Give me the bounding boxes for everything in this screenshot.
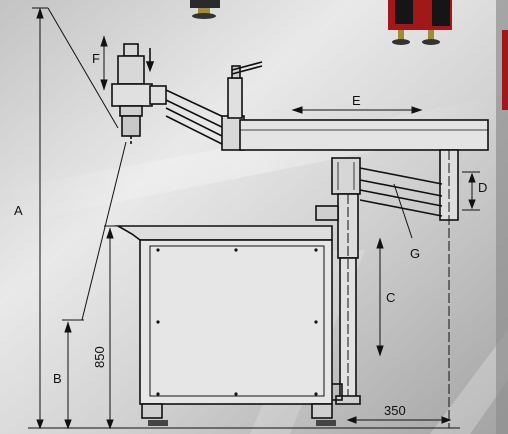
horizontal-beam: [239, 119, 489, 151]
top-machine-photo-right: [388, 0, 452, 45]
main-column: [315, 157, 361, 405]
dimension-c: [376, 237, 384, 357]
dimension-f: [100, 35, 108, 91]
dimension-b: [62, 141, 127, 430]
label-350: 350: [384, 403, 406, 418]
upper-arm: [165, 61, 263, 151]
top-machine-photo-left: [190, 0, 220, 19]
label-e: E: [352, 93, 361, 108]
dimension-e: [291, 106, 423, 114]
label-850: 850: [92, 346, 107, 368]
dimension-350: [346, 416, 452, 424]
background-streak-right: [430, 330, 508, 434]
dimension-d: [462, 171, 480, 211]
label-a: A: [14, 203, 23, 218]
label-d: D: [478, 180, 487, 195]
dimension-a: [32, 7, 119, 430]
label-b: B: [53, 371, 62, 386]
dimension-850: [104, 225, 118, 430]
lower-arm: [359, 167, 443, 239]
tapping-head: [111, 43, 167, 146]
label-c: C: [386, 290, 395, 305]
right-photo-edge: [502, 30, 508, 110]
right-post: [439, 149, 459, 428]
workbench: [114, 225, 336, 426]
label-g: G: [410, 246, 420, 261]
workbench-rivets: [156, 248, 318, 396]
label-f: F: [92, 51, 100, 66]
